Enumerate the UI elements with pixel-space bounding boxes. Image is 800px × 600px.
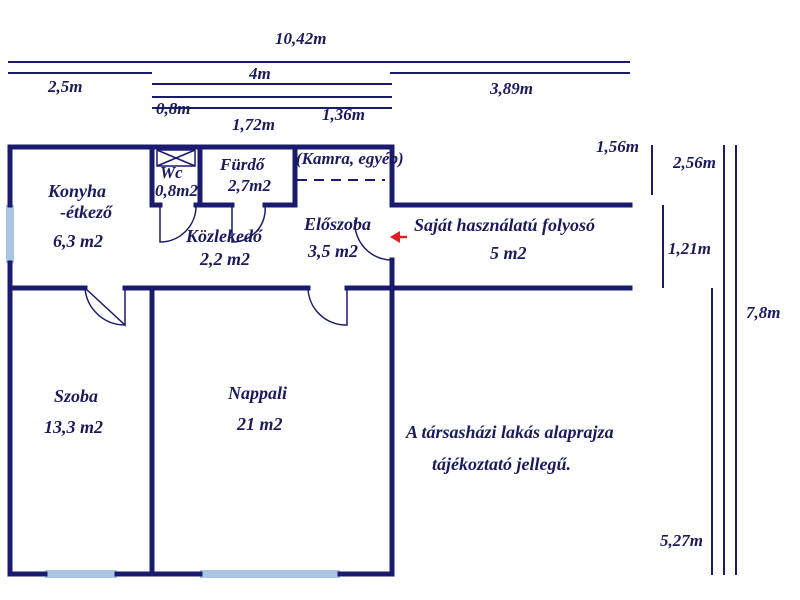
dim-right-width: 3,89m — [489, 79, 533, 98]
note-line-1: A társasházi lakás alaprajza — [405, 422, 614, 442]
door-wc — [159, 204, 197, 243]
wc-fixture-cross-b — [156, 149, 196, 167]
wc-area: 0,8m2 — [155, 181, 198, 200]
note-line-2: tájékoztató jellegű. — [432, 454, 571, 474]
bedroom-label: Szoba — [54, 386, 98, 406]
door-bath — [231, 204, 266, 243]
wc-fixture — [156, 149, 196, 167]
wc-fixture-box — [156, 149, 196, 167]
dim-lower-depth: 5,27m — [660, 531, 703, 550]
window-bedroom — [45, 570, 117, 578]
entry-area: 3,5 m2 — [307, 241, 358, 261]
door-living-room — [307, 287, 348, 326]
kitchen-area: 6,3 m2 — [53, 231, 103, 251]
bath-area: 2,7m2 — [227, 176, 271, 195]
walls — [7, 144, 633, 577]
dim-left-width: 2,5m — [47, 77, 82, 96]
hall-area: 2,2 m2 — [199, 249, 250, 269]
dim-total-depth: 7,8m — [746, 303, 780, 322]
bath-label: Fürdő — [219, 155, 266, 174]
entrance-arrow-icon — [390, 231, 400, 243]
kitchen-label: Konyha — [47, 181, 106, 201]
windows — [6, 205, 340, 578]
dim-bath-width: 1,72m — [232, 115, 275, 134]
hall-label: Közlekedő — [185, 226, 263, 246]
window-living-room — [200, 570, 340, 578]
pantry-label: (Kamra, egyéb) — [296, 149, 404, 168]
wc-label: Wc — [160, 163, 183, 182]
door-bedroom — [84, 287, 126, 327]
door-entrance — [354, 219, 393, 261]
dim-corridor-depth: 1,21m — [668, 239, 711, 258]
kitchen-label-2: -étkező — [60, 202, 113, 222]
dim-total-width: 10,42m — [275, 29, 326, 48]
dim-middle-width: 4m — [248, 64, 271, 83]
corridor-label: Saját használatú folyosó — [414, 215, 595, 235]
living-room-area: 21 m2 — [236, 414, 283, 434]
dim-upper-depth: 2,56m — [672, 153, 716, 172]
window-kitchen — [6, 205, 14, 263]
dimension-lines — [8, 61, 737, 575]
dim-pantry-width: 1,36m — [322, 105, 365, 124]
doors — [84, 204, 393, 327]
corridor-area: 5 m2 — [490, 243, 527, 263]
dim-corridor-offset: 1,56m — [596, 137, 639, 156]
living-room-label: Nappali — [227, 383, 287, 403]
dim-wc-width: 0,8m — [156, 99, 190, 118]
bedroom-area: 13,3 m2 — [44, 417, 103, 437]
entry-label: Előszoba — [303, 214, 371, 234]
